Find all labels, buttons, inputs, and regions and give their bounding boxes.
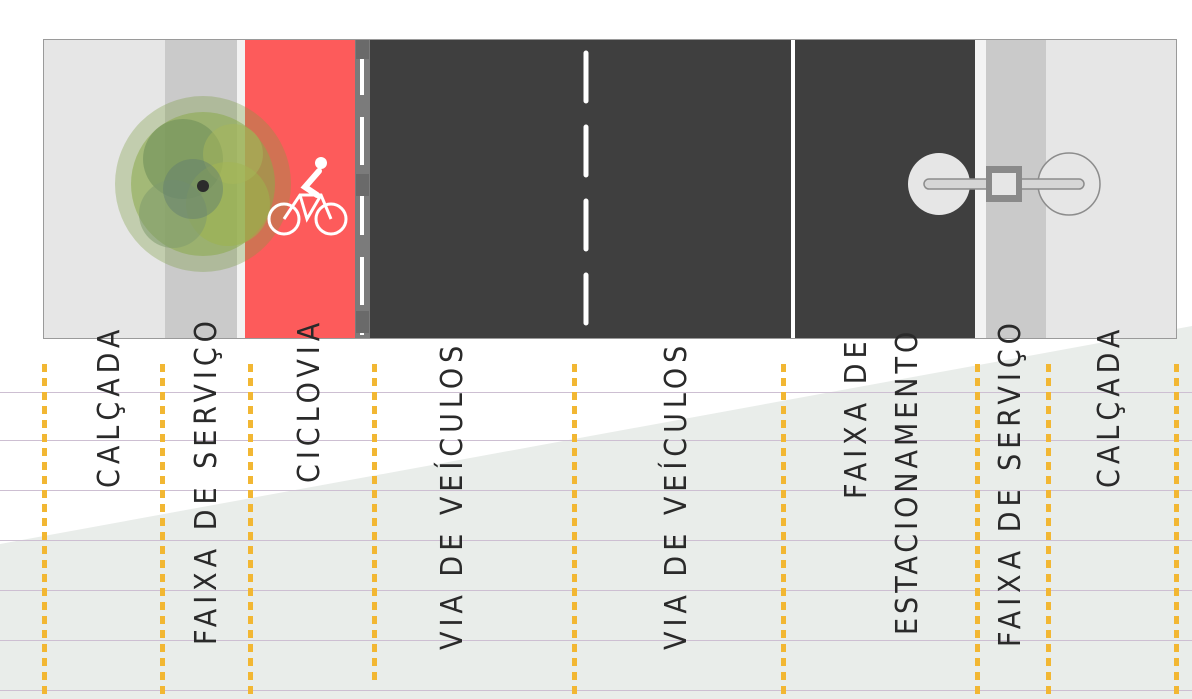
bike-rack-icon: [908, 152, 1101, 216]
label-calcada-left: CALÇADA: [92, 324, 127, 488]
grid-line: [0, 690, 1192, 691]
bicycle-icon: [267, 157, 348, 236]
divider: [975, 364, 980, 699]
grid-line: [0, 440, 1192, 441]
divider: [572, 364, 577, 699]
bollard: [356, 39, 369, 59]
parking-divider: [791, 39, 795, 339]
road: [370, 39, 791, 339]
grid-line: [0, 590, 1192, 591]
divider: [1046, 364, 1051, 699]
plan-markings: [43, 39, 1177, 339]
label-faixa-servico-right: FAIXA DE SERVIÇO: [993, 318, 1028, 647]
label-calcada-right: CALÇADA: [1092, 324, 1127, 488]
grid-line: [0, 640, 1192, 641]
label-via-veiculos-2: VIA DE VEÍCULOS: [659, 340, 694, 650]
divider: [781, 364, 786, 699]
divider: [1174, 364, 1179, 699]
label-ciclovia: CICLOVIA: [292, 317, 327, 483]
label-faixa-servico-left: FAIXA DE SERVIÇO: [189, 316, 224, 645]
tree-icon: [115, 96, 291, 272]
grid-line: [0, 490, 1192, 491]
bollard: [356, 174, 369, 196]
divider: [248, 364, 253, 699]
grid-line: [0, 540, 1192, 541]
label-via-veiculos-1: VIA DE VEÍCULOS: [435, 340, 470, 650]
divider: [42, 364, 47, 699]
grid-line: [0, 392, 1192, 393]
street-plan: [43, 39, 1177, 339]
divider: [372, 364, 377, 686]
label-faixa-estacionamento-line1: FAIXA DE: [839, 336, 874, 499]
label-faixa-estacionamento-line2: ESTACIONAMENTO: [890, 327, 925, 635]
divider: [160, 364, 165, 699]
bollard: [356, 311, 369, 333]
